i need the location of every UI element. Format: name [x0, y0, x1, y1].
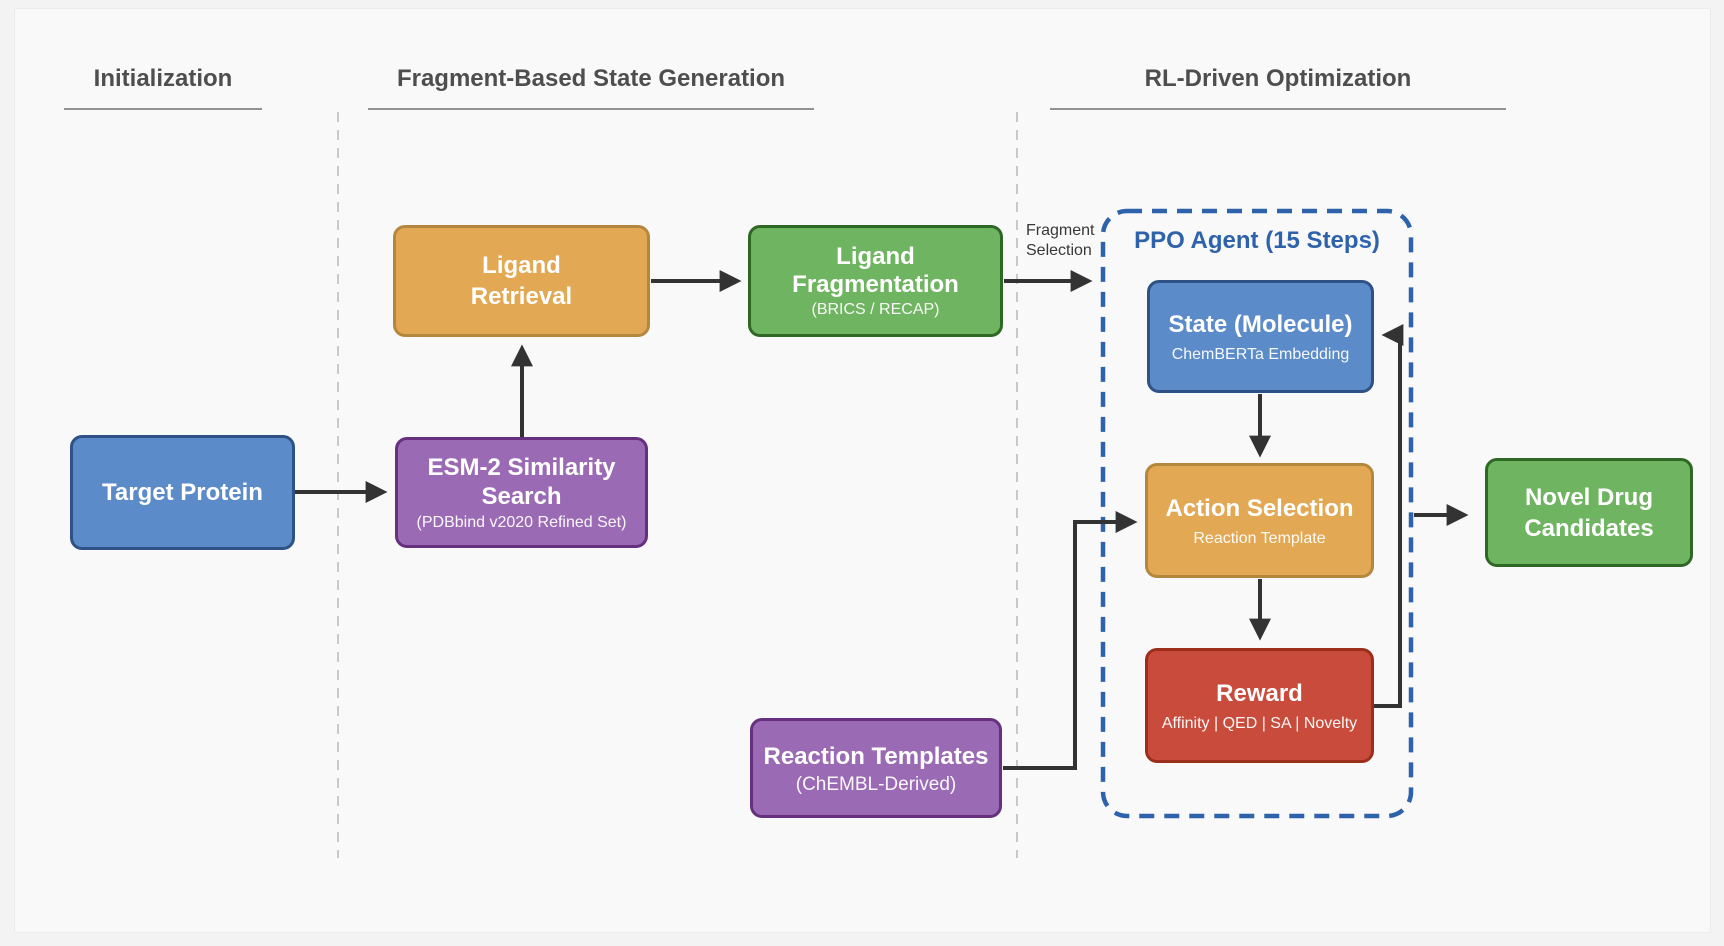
section-initialization-title: Initialization — [93, 65, 233, 92]
reaction-templates-node: Reaction Templates (ChEMBL-Derived) — [750, 718, 1002, 818]
novel-drug-candidates-title: Novel Drug Candidates — [1524, 483, 1654, 542]
esm2-title: ESM-2 Similarity Search — [427, 453, 616, 510]
section-rl-driven-optimization: RL-Driven Optimization — [1050, 63, 1506, 110]
esm2-subtitle: (PDBbind v2020 Refined Set) — [416, 513, 627, 531]
section-initialization-underline — [64, 108, 262, 110]
section-rl-driven-title: RL-Driven Optimization — [1144, 65, 1412, 92]
reaction-templates-title: Reaction Templates — [763, 743, 989, 770]
reward-node: Reward Affinity | QED | SA | Novelty — [1145, 648, 1374, 763]
section-fragment-based-underline — [368, 108, 814, 110]
fragment-selection-label: Fragment Selection — [1026, 222, 1095, 259]
section-fragment-based-title: Fragment-Based State Generation — [396, 65, 786, 92]
esm2-similarity-search-node: ESM-2 Similarity Search (PDBbind v2020 R… — [395, 437, 648, 548]
section-fragment-based-state-generation: Fragment-Based State Generation — [368, 63, 814, 110]
ligand-retrieval-node: Ligand Retrieval — [393, 225, 650, 337]
reaction-templates-subtitle: (ChEMBL-Derived) — [795, 774, 957, 795]
ligand-fragmentation-node: Ligand Fragmentation (BRICS / RECAP) — [748, 225, 1003, 337]
reward-subtitle: Affinity | QED | SA | Novelty — [1161, 714, 1358, 732]
ppo-agent-group-title: PPO Agent (15 Steps) — [1134, 227, 1380, 254]
action-selection-subtitle: Reaction Template — [1193, 529, 1326, 547]
section-rl-driven-underline — [1050, 108, 1506, 110]
ligand-fragmentation-subtitle: (BRICS / RECAP) — [811, 300, 940, 318]
state-molecule-subtitle: ChemBERTa Embedding — [1171, 345, 1350, 363]
ligand-retrieval-title: Ligand Retrieval — [470, 252, 573, 310]
target-protein-title: Target Protein — [102, 479, 263, 506]
novel-drug-candidates-node: Novel Drug Candidates — [1485, 458, 1693, 567]
state-molecule-node: State (Molecule) ChemBERTa Embedding — [1147, 280, 1374, 393]
section-initialization: Initialization — [64, 63, 262, 110]
target-protein-node: Target Protein — [70, 435, 295, 550]
action-selection-node: Action Selection Reaction Template — [1145, 463, 1374, 578]
state-molecule-title: State (Molecule) — [1168, 310, 1353, 338]
action-selection-title: Action Selection — [1165, 494, 1354, 522]
reward-title: Reward — [1216, 679, 1303, 707]
ligand-fragmentation-title: Ligand Fragmentation — [792, 242, 959, 298]
